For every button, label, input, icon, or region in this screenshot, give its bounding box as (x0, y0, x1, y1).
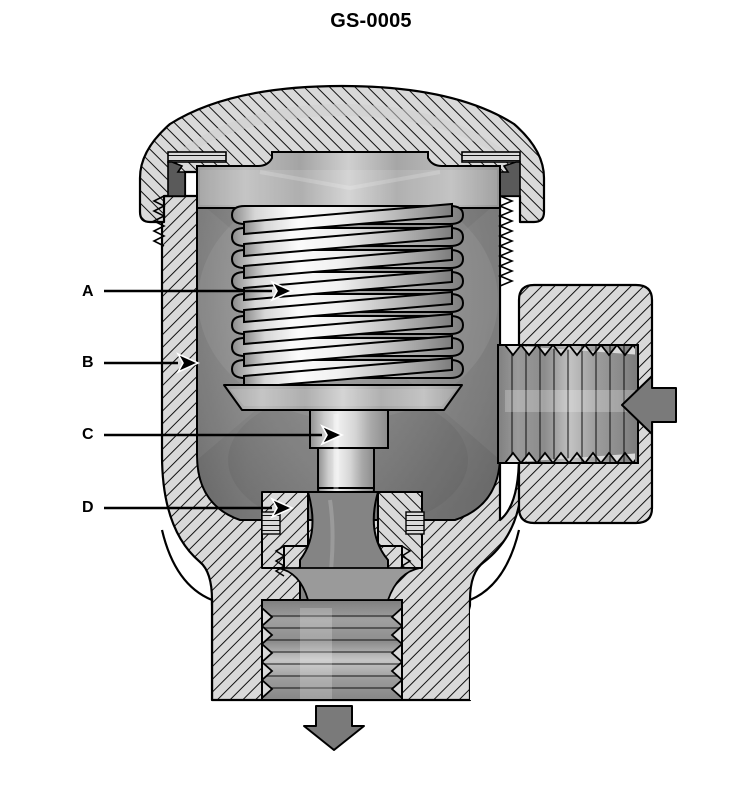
body-fillets (150, 529, 560, 700)
callout-label-c: C (82, 426, 94, 443)
cap-thread-left (167, 151, 227, 197)
spring-lower-seat (223, 384, 463, 411)
callout-leader-a (104, 280, 294, 302)
outlet-port (261, 567, 421, 701)
callout-label-d: D (82, 499, 94, 516)
callout-leaders (104, 280, 344, 519)
inlet-port (497, 344, 639, 464)
callout-leader-d (104, 497, 294, 519)
body-threads-left (152, 195, 166, 247)
callout-leader-c (104, 424, 344, 446)
outlet-threads (262, 608, 402, 700)
outlet-flow-arrow (303, 705, 365, 751)
body-threads-right (497, 195, 515, 287)
inlet-threads (505, 345, 635, 463)
page-title: GS-0005 (330, 10, 412, 32)
callout-label-b: B (82, 354, 94, 371)
callout-label-a: A (82, 283, 94, 300)
cap-thread-right (461, 151, 521, 197)
chamber-outline (196, 195, 501, 521)
compression-spring (230, 202, 465, 390)
inlet-flow-arrow (621, 375, 677, 435)
valve-stem-plunger (309, 409, 389, 514)
spring-upper-plate (196, 151, 501, 209)
callout-leader-b (104, 352, 200, 374)
